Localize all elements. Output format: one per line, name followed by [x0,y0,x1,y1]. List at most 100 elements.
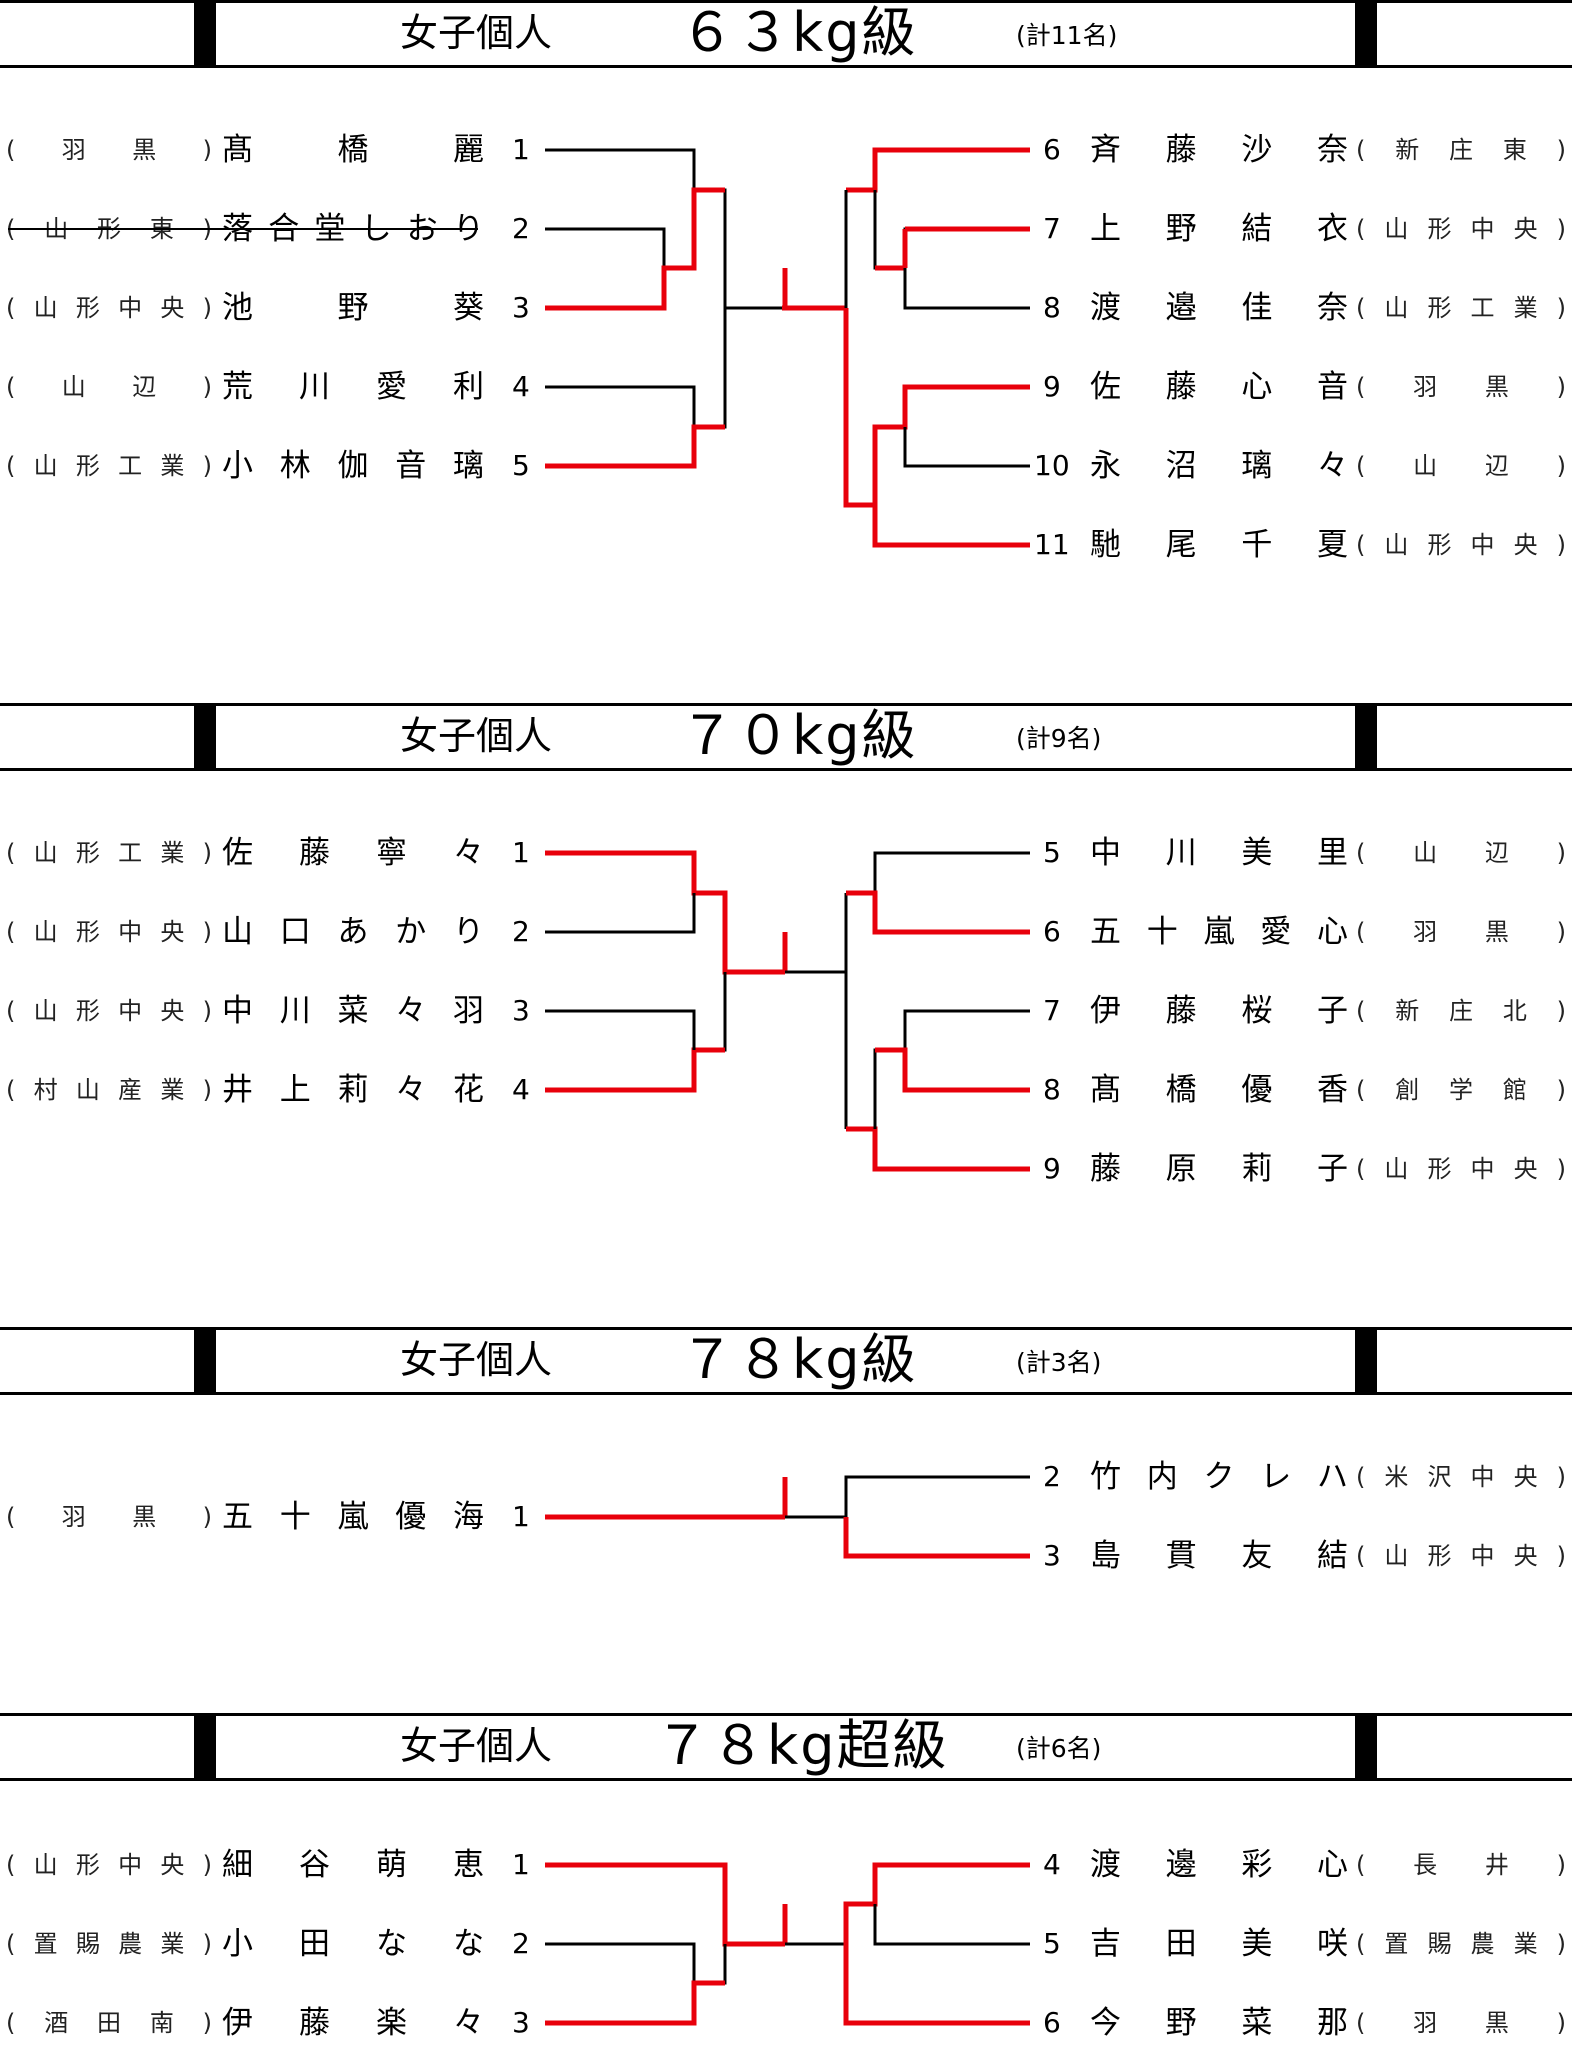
bracket-line [873,1904,1030,1946]
bracket-line [545,190,696,270]
header-bar-right [1355,703,1377,771]
entrant-school: (置賜農業) [6,1930,212,1958]
entrant-school: (山形中央) [6,997,212,1025]
entrant-seed: 3 [512,994,530,1027]
division-weight: ７８kg超級 [655,1714,949,1777]
entrant-seed: 7 [1043,212,1061,245]
header-bar-right [1355,1713,1377,1781]
division-weight: ７８kg級 [680,1328,918,1391]
entrant-name: 小田なな [222,1926,484,1962]
entrant-seed: 8 [1043,1073,1061,1106]
entrant-name: 佐藤心音 [1090,369,1348,405]
entrant-school: (創学館) [1356,1076,1566,1104]
entrant-seed: 2 [512,915,530,948]
bracket-line [545,972,727,1092]
entrant-name: 五十嵐優海 [222,1499,484,1535]
division-count: (計3名) [1016,1348,1102,1377]
entrant-seed: 9 [1043,370,1061,403]
entrant-school: (山形工業) [6,839,212,867]
bracket-line [844,1475,1030,1517]
entrant-school: (新庄北) [1356,997,1566,1025]
division-title: 女子個人 [400,1724,553,1768]
entrant-school: (酒田南) [6,2009,212,2037]
bracket-line [545,308,727,429]
entrant-seed: 6 [1043,133,1061,166]
entrant-name: 小林伽音璃 [222,448,484,484]
winner-line [545,424,725,469]
winner-line [843,1944,1030,2026]
entrant-seed: 1 [512,836,530,869]
winner-line [846,147,1030,193]
entrant-seed: 5 [512,449,530,482]
entrant-school: (山辺) [1356,452,1566,480]
winner-line [545,1980,725,2026]
entrant-school: (山形中央) [1356,1542,1566,1570]
entrant-school: (長井) [1356,1851,1566,1879]
division-weight: ６３kg級 [680,1,918,64]
division-header: 女子個人 ７０kg級 (計9名) [0,703,1572,771]
withdrawn-strike [8,228,478,230]
division-weight: ７０kg級 [680,704,918,767]
bracket-line [545,1942,727,1985]
entrant-school: (山形中央) [1356,1155,1566,1183]
entrant-school: (羽黒) [1356,373,1566,401]
entrant-name: 伊藤楽々 [222,2005,484,2041]
division-title: 女子個人 [400,1338,553,1382]
winner-line [843,1517,1030,1559]
entrant-name: 渡邊彩心 [1090,1847,1348,1883]
winner-line [872,384,1030,505]
entrant-name: 吉田美咲 [1090,1926,1348,1962]
bracket-line [873,1009,1030,1129]
entrant-school: (米沢中央) [1356,1463,1566,1491]
entrant-school: (山形中央) [6,918,212,946]
entrant-name: 上野結衣 [1090,211,1348,247]
entrant-name: 島貫友結 [1090,1538,1348,1574]
entrant-seed: 8 [1043,291,1061,324]
header-bar-left [194,703,216,771]
entrant-name: 今野菜那 [1090,2005,1348,2041]
entrant-seed: 1 [512,133,530,166]
bracket-line [846,851,1030,895]
entrant-school: (羽黒) [1356,2009,1566,2037]
entrant-seed: 3 [512,291,530,324]
entrant-seed: 6 [1043,915,1061,948]
entrant-school: (山形工業) [1356,294,1566,322]
winner-line [846,890,1030,935]
entrant-school: (置賜農業) [1356,1930,1566,1958]
winner-line [545,850,785,975]
entrant-name: 竹内クレハ [1090,1459,1348,1495]
entrant-name: 細谷萌恵 [222,1847,484,1883]
entrant-school: (村山産業) [6,1076,212,1104]
entrant-school: (羽黒) [1356,918,1566,946]
entrant-seed: 5 [1043,836,1061,869]
entrant-seed: 5 [1043,1927,1061,1960]
entrant-name: 斉藤沙奈 [1090,132,1348,168]
bracket-line [903,427,1030,468]
entrant-seed: 2 [512,1927,530,1960]
entrant-name: 永沼璃々 [1090,448,1348,484]
entrant-seed: 10 [1034,449,1070,482]
entrant-name: 髙橋優香 [1090,1072,1348,1108]
bracket-line [545,1009,696,1050]
winner-line [846,1126,1030,1172]
entrant-seed: 7 [1043,994,1061,1027]
entrant-school: (山形中央) [6,294,212,322]
entrant-seed: 1 [512,1848,530,1881]
entrant-school: (山辺) [1356,839,1566,867]
entrant-name: 中川美里 [1090,835,1348,871]
header-bar-right [1355,0,1377,68]
entrant-school: (山形中央) [1356,215,1566,243]
entrant-school: (山形工業) [6,452,212,480]
winner-line [875,1047,1030,1093]
division-title: 女子個人 [400,714,553,758]
entrant-name: 藤原莉子 [1090,1151,1348,1187]
entrant-seed: 11 [1034,528,1070,561]
division-count: (計9名) [1016,724,1102,753]
entrant-school: (新庄東) [1356,136,1566,164]
division-header: 女子個人 ７８kg級 (計3名) [0,1327,1572,1395]
entrant-name: 井上莉々花 [222,1072,484,1108]
header-bar-left [194,1713,216,1781]
